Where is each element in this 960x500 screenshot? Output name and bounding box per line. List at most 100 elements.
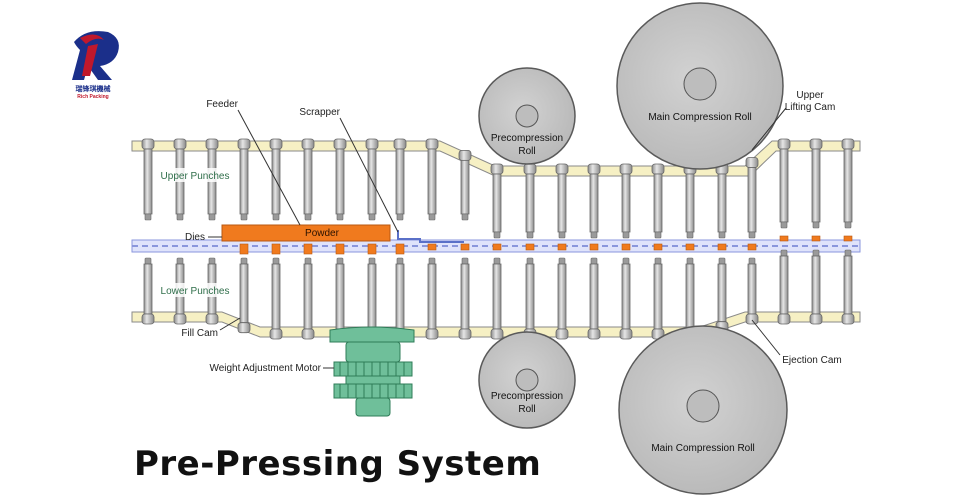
feeder-leader — [237, 109, 301, 226]
upper-punch — [651, 163, 665, 239]
upper-punch — [333, 138, 347, 221]
upper-punch — [745, 157, 759, 239]
top-precompression-roll: Precompression Roll — [478, 67, 576, 165]
powder-dose — [239, 243, 249, 255]
powder-dose — [492, 243, 502, 251]
upper-lifting-cam-label-line1: Upper — [796, 90, 824, 101]
powder-fill-group — [239, 235, 853, 255]
lower-punch — [841, 249, 855, 325]
powder-dose — [557, 243, 567, 251]
powder-dose — [303, 243, 313, 255]
powder-dose — [395, 243, 405, 255]
roll-label-line1: Precompression — [491, 391, 563, 402]
lower-punch — [745, 257, 759, 325]
lower-punch — [587, 257, 601, 340]
motor-gear-2 — [333, 383, 413, 399]
logo-chinese-text: 瑞锋琪機械 — [76, 84, 111, 93]
lower-punches-label: Lower Punches — [161, 286, 230, 297]
upper-punch — [301, 138, 315, 221]
company-logo: 瑞锋琪機械 Rich Packing — [72, 31, 119, 100]
lower-punch — [269, 257, 283, 340]
upper-punch — [619, 163, 633, 239]
fill-cam-leader — [219, 317, 241, 331]
powder-dose — [589, 243, 599, 251]
ejection-cam-label: Ejection Cam — [782, 355, 841, 366]
roll-label: Main Compression Roll — [648, 112, 751, 123]
powder-dose — [621, 243, 631, 251]
roll-hub — [515, 368, 539, 392]
lower-punch-group — [141, 249, 855, 340]
powder-dose — [811, 235, 821, 242]
upper-punches-label-bg — [158, 168, 232, 182]
powder-dose — [653, 243, 663, 251]
lower-punch — [555, 257, 569, 340]
upper-punch — [425, 138, 439, 221]
motor-body-upper — [345, 341, 401, 363]
upper-punch — [523, 163, 537, 239]
powder-dose — [717, 243, 727, 251]
lower-punch — [425, 257, 439, 340]
lower-punch — [715, 257, 729, 333]
upper-lifting-cam-leader — [751, 107, 787, 151]
scrapper-blade — [397, 230, 464, 243]
upper-punch — [237, 138, 251, 221]
logo-swoosh — [80, 34, 104, 44]
lower-punch — [141, 257, 155, 325]
powder-dose — [335, 243, 345, 255]
lower-punch — [490, 257, 504, 340]
bottom-precompression-roll: Precompression Roll — [478, 331, 576, 429]
upper-punch — [809, 138, 823, 229]
motor-gear-1 — [333, 361, 413, 377]
bottom-main-compression-roll: Main Compression Roll — [618, 325, 788, 495]
upper-punch — [841, 138, 855, 229]
scrapper-leader — [339, 117, 399, 233]
lower-punches-label-bg — [158, 283, 232, 297]
logo-english-text: Rich Packing — [77, 94, 108, 100]
powder-feeder-box — [221, 224, 391, 242]
powder-label: Powder — [305, 228, 340, 239]
top-main-compression-roll: Main Compression Roll — [616, 2, 784, 170]
upper-punch — [458, 149, 472, 221]
powder-dose — [779, 235, 789, 242]
powder-dose — [843, 235, 853, 242]
roll-label: Main Compression Roll — [651, 443, 754, 454]
upper-punch — [683, 163, 697, 239]
page-title: Pre-Pressing System — [134, 444, 542, 484]
roll-label-line2: Roll — [518, 146, 535, 157]
weight-adjustment-motor-label: Weight Adjustment Motor — [209, 363, 321, 374]
upper-lifting-cam-label-line2: Lifting Cam — [785, 102, 836, 113]
motor-shaft — [355, 397, 391, 417]
roll-label-line1: Precompression — [491, 133, 563, 144]
feeder-assembly: Powder — [221, 224, 464, 243]
lower-punch — [619, 257, 633, 340]
roll-hub — [686, 389, 720, 423]
upper-punches-label: Upper Punches — [161, 171, 230, 182]
logo-one-shape — [82, 44, 98, 76]
upper-punch — [141, 138, 155, 221]
leader-lines — [208, 107, 787, 369]
motor-body-middle — [345, 375, 401, 385]
weight-adjustment-motor — [329, 326, 415, 417]
ejection-cam-leader — [751, 319, 781, 356]
roll-hub — [683, 67, 717, 101]
lower-punch — [651, 257, 665, 340]
powder-dose — [747, 243, 757, 251]
lower-punch — [523, 257, 537, 340]
upper-punch — [393, 138, 407, 221]
lower-punch — [393, 257, 407, 340]
powder-dose — [525, 243, 535, 251]
roll-hub — [515, 104, 539, 128]
lower-punch — [809, 249, 823, 325]
powder-dose — [460, 243, 470, 251]
dies-label: Dies — [185, 232, 205, 243]
powder-dose — [271, 243, 281, 255]
lower-punch — [333, 257, 347, 340]
feeder-label: Feeder — [206, 99, 238, 110]
lower-punch — [458, 257, 472, 340]
upper-punch — [555, 163, 569, 239]
roll-label-line2: Roll — [518, 404, 535, 415]
upper-punch — [365, 138, 379, 221]
lower-punch — [777, 249, 791, 325]
powder-dose — [367, 243, 377, 255]
